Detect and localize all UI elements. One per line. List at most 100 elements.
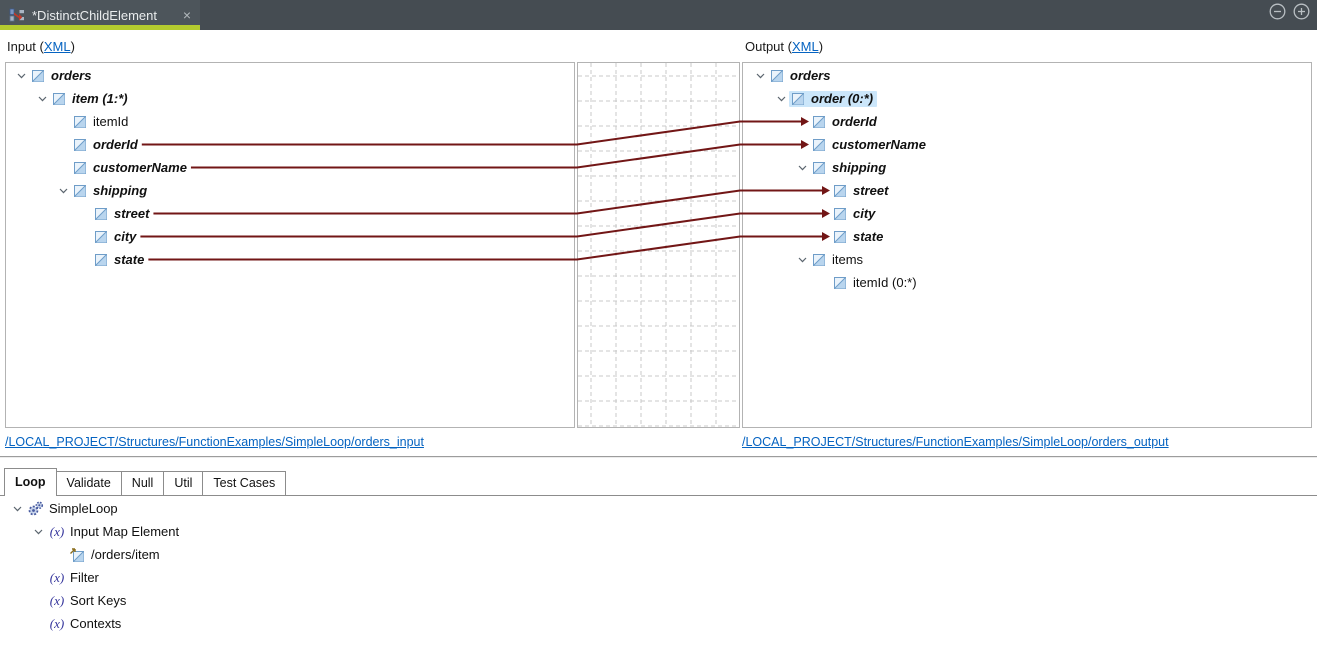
element-icon bbox=[94, 207, 108, 221]
input-node-state[interactable]: state bbox=[6, 248, 574, 271]
output-node-orderid[interactable]: orderId bbox=[743, 110, 1311, 133]
input-xml-link[interactable]: XML bbox=[43, 39, 71, 54]
node-label: state bbox=[114, 252, 145, 267]
close-icon[interactable]: × bbox=[182, 7, 191, 23]
input-node-item-1[interactable]: item (1:*) bbox=[6, 87, 574, 110]
output-node-order-0[interactable]: order (0:*) bbox=[743, 87, 1311, 110]
input-header: Input (XML) bbox=[7, 39, 75, 54]
loop-function-tree: SimpleLoop(x)Input Map Element/orders/it… bbox=[0, 497, 1317, 635]
node-body: /orders/item bbox=[67, 546, 164, 564]
node-body: items bbox=[810, 252, 867, 268]
element-icon bbox=[94, 253, 108, 267]
element-icon bbox=[73, 184, 87, 198]
output-schema-path-link[interactable]: /LOCAL_PROJECT/Structures/FunctionExampl… bbox=[742, 435, 1169, 449]
horizontal-divider[interactable] bbox=[0, 456, 1317, 457]
element-icon bbox=[812, 138, 826, 152]
element-icon bbox=[73, 138, 87, 152]
input-header-text: Input ( bbox=[7, 39, 44, 54]
input-node-itemid[interactable]: itemId bbox=[6, 110, 574, 133]
input-node-shipping[interactable]: shipping bbox=[6, 179, 574, 202]
function-node-orders-item[interactable]: /orders/item bbox=[0, 543, 1317, 566]
node-label: orderId bbox=[93, 137, 138, 152]
node-body: (x)Input Map Element bbox=[46, 523, 183, 541]
node-label: order (0:*) bbox=[811, 91, 874, 106]
node-label: /orders/item bbox=[91, 547, 160, 562]
node-label: Sort Keys bbox=[70, 593, 127, 608]
node-body: orders bbox=[768, 68, 834, 84]
tab-loop[interactable]: Loop bbox=[4, 468, 57, 496]
chevron-down-icon[interactable] bbox=[751, 73, 770, 79]
element-icon bbox=[52, 92, 66, 106]
node-body: item (1:*) bbox=[50, 91, 132, 107]
function-node-contexts[interactable]: (x)Contexts bbox=[0, 612, 1317, 635]
chevron-down-icon[interactable] bbox=[33, 96, 52, 102]
fx-icon: (x) bbox=[49, 592, 65, 608]
node-label: customerName bbox=[93, 160, 187, 175]
element-icon bbox=[833, 276, 847, 290]
input-node-orders[interactable]: orders bbox=[6, 64, 574, 87]
tab-util[interactable]: Util bbox=[164, 471, 204, 496]
node-body: orderId bbox=[71, 137, 142, 153]
node-label: orders bbox=[51, 68, 92, 83]
output-xml-link[interactable]: XML bbox=[791, 39, 819, 54]
output-node-city[interactable]: city bbox=[743, 202, 1311, 225]
node-label: street bbox=[853, 183, 889, 198]
function-node-filter[interactable]: (x)Filter bbox=[0, 566, 1317, 589]
function-node-sort-keys[interactable]: (x) Sort Keys bbox=[0, 589, 1317, 612]
expand-circle-icon[interactable] bbox=[1293, 3, 1310, 20]
element-icon bbox=[833, 184, 847, 198]
element-icon bbox=[31, 69, 45, 83]
input-schema-path-link[interactable]: /LOCAL_PROJECT/Structures/FunctionExampl… bbox=[5, 435, 424, 449]
mapping-canvas[interactable] bbox=[577, 62, 740, 428]
input-node-customername[interactable]: customerName bbox=[6, 156, 574, 179]
collapse-circle-icon[interactable] bbox=[1269, 3, 1286, 20]
tab-null[interactable]: Null bbox=[121, 471, 165, 496]
input-node-street[interactable]: street bbox=[6, 202, 574, 225]
tab-validate[interactable]: Validate bbox=[56, 471, 122, 496]
node-label: Filter bbox=[70, 570, 99, 585]
element-icon bbox=[812, 115, 826, 129]
function-node-input-map-element[interactable]: (x)Input Map Element bbox=[0, 520, 1317, 543]
function-node-simpleloop[interactable]: SimpleLoop bbox=[0, 497, 1317, 520]
output-node-items[interactable]: items bbox=[743, 248, 1311, 271]
output-node-street[interactable]: street bbox=[743, 179, 1311, 202]
output-node-orders[interactable]: orders bbox=[743, 64, 1311, 87]
chevron-down-icon[interactable] bbox=[29, 529, 48, 535]
node-label: orders bbox=[790, 68, 831, 83]
node-label: itemId (0:*) bbox=[853, 275, 917, 290]
element-icon bbox=[791, 92, 805, 106]
element-icon bbox=[73, 161, 87, 175]
element-icon bbox=[94, 230, 108, 244]
input-node-city[interactable]: city bbox=[6, 225, 574, 248]
node-label: itemId bbox=[93, 114, 129, 129]
node-body: orderId bbox=[810, 114, 881, 130]
output-node-state[interactable]: state bbox=[743, 225, 1311, 248]
node-body: street bbox=[92, 206, 153, 222]
chevron-down-icon[interactable] bbox=[8, 506, 27, 512]
output-node-shipping[interactable]: shipping bbox=[743, 156, 1311, 179]
element-ref-icon bbox=[69, 547, 87, 563]
element-icon bbox=[833, 207, 847, 221]
node-label: Contexts bbox=[70, 616, 122, 631]
element-icon bbox=[73, 115, 87, 129]
chevron-down-icon[interactable] bbox=[12, 73, 31, 79]
node-label: city bbox=[114, 229, 137, 244]
node-body: street bbox=[831, 183, 892, 199]
node-label: Input Map Element bbox=[70, 524, 180, 539]
selected-node-body: order (0:*) bbox=[789, 90, 878, 107]
node-body: (x)Filter bbox=[46, 569, 103, 587]
node-label: street bbox=[114, 206, 150, 221]
tab-test-cases[interactable]: Test Cases bbox=[203, 471, 287, 496]
chevron-down-icon[interactable] bbox=[54, 188, 73, 194]
input-node-orderid[interactable]: orderId bbox=[6, 133, 574, 156]
output-node-itemid-0[interactable]: itemId (0:*) bbox=[743, 271, 1311, 294]
node-body: city bbox=[831, 206, 879, 222]
node-label: item (1:*) bbox=[72, 91, 128, 106]
chevron-down-icon[interactable] bbox=[772, 96, 791, 102]
node-label: items bbox=[832, 252, 864, 267]
output-header-close-paren: ) bbox=[818, 39, 824, 54]
output-node-customername[interactable]: customerName bbox=[743, 133, 1311, 156]
